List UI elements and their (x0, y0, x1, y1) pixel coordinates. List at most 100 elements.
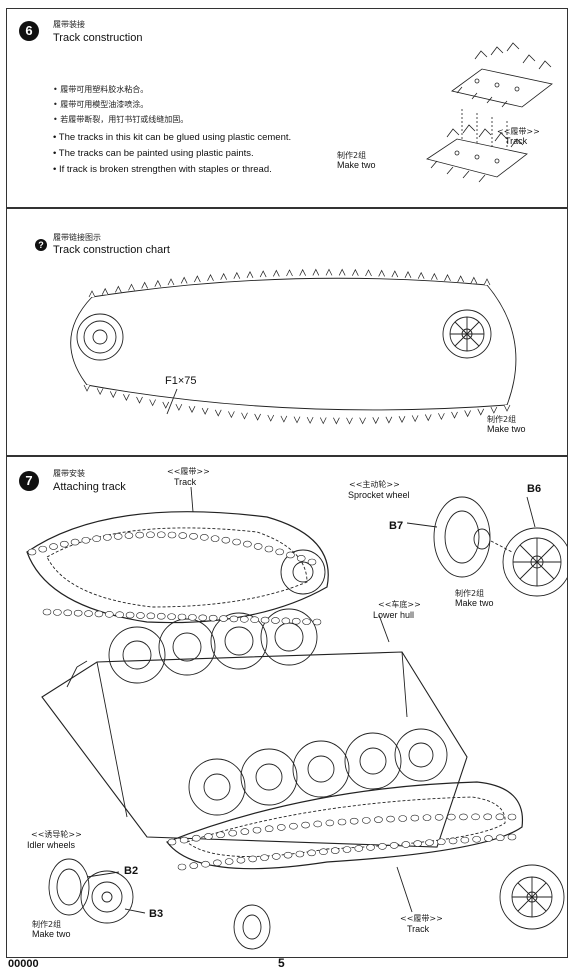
track-link (306, 416, 314, 424)
track-link (312, 618, 322, 626)
track-link (438, 413, 445, 421)
track-link (115, 285, 122, 293)
track-link (444, 274, 451, 281)
track-link (281, 617, 291, 625)
track-link (216, 831, 225, 839)
track-link (229, 615, 239, 623)
track-link (459, 813, 468, 821)
make-two-cn: 制作2组 (337, 151, 367, 160)
track-label-en: Track (505, 136, 528, 146)
track-link (271, 853, 281, 860)
track-link (260, 854, 269, 861)
track-link (49, 543, 58, 550)
track-link (103, 534, 112, 541)
track-link (123, 394, 130, 401)
track-link (27, 548, 37, 556)
track-link (401, 841, 411, 848)
track-link (484, 835, 493, 842)
idler-make-cn: 制作2组 (32, 920, 62, 929)
track-loop-diagram (70, 268, 517, 425)
track-link (299, 268, 306, 276)
track-link (422, 814, 432, 821)
track-top-en: Track (174, 477, 197, 487)
track-link (410, 814, 420, 822)
track-link (333, 417, 340, 425)
track-link (296, 555, 306, 562)
track-link (70, 538, 80, 546)
step-title-en: Attaching track (53, 481, 126, 493)
track-link (125, 611, 135, 619)
chart-title-cn: 履带链接图示 (53, 233, 101, 242)
make-two-en: Make two (337, 160, 376, 170)
chart-badge: ? (35, 239, 47, 251)
track-link (224, 858, 234, 865)
track-link (295, 850, 305, 858)
track-link (413, 840, 423, 847)
track-link (386, 815, 395, 823)
track-link (42, 608, 52, 616)
track-link (337, 818, 347, 826)
note-en-1: • The tracks in this kit can be glued us… (53, 132, 292, 143)
track-link (81, 536, 91, 544)
track-link (286, 269, 293, 277)
track-link (349, 817, 359, 825)
track-link (378, 843, 387, 850)
track-link (289, 822, 298, 830)
track-link (200, 534, 209, 541)
track-link (101, 287, 109, 295)
step-title-cn: 履带装接 (53, 20, 85, 29)
track-link (359, 417, 366, 425)
track-link (470, 276, 478, 284)
track-link (189, 532, 198, 540)
track-link (109, 391, 117, 399)
track-link (180, 276, 188, 284)
track-link (472, 835, 481, 843)
track-link (128, 283, 135, 291)
track-link (201, 860, 210, 868)
track-link (194, 275, 201, 283)
track-link (94, 610, 104, 618)
idler-label-cn: <<诱导轮>> (31, 830, 82, 839)
part-count-label: F1×75 (165, 375, 197, 387)
track-link (372, 417, 380, 425)
track-link (124, 532, 134, 539)
track-link (507, 833, 517, 841)
track-link (273, 269, 280, 277)
part-b6-label: B6 (527, 483, 542, 495)
track-link (198, 614, 208, 622)
note-cn-1: • 履带可用塑料胶水粘合。 (53, 85, 149, 94)
track-link (60, 540, 69, 548)
track-top-cn: <<履带>> (167, 467, 210, 476)
track-link-illustration (426, 42, 553, 183)
track-link (246, 271, 254, 278)
note-cn-3: • 若履带断裂，用钉书钉或线缝加固。 (53, 115, 189, 124)
sprocket-label-en: Sprocket wheel (348, 490, 410, 500)
track-label-cn: <<履带>> (497, 127, 540, 136)
track-link (283, 851, 293, 859)
track-link (208, 614, 218, 622)
part-b3-label: B3 (149, 908, 164, 920)
track-link (434, 814, 444, 821)
track-link (243, 540, 252, 548)
track-link (207, 274, 214, 281)
step-number-badge: 7 (19, 471, 39, 491)
track-link (425, 839, 434, 846)
track-link (228, 411, 235, 419)
step-6-panel: 6 履带装接 Track construction • 履带可用塑料胶水粘合。 … (6, 8, 568, 208)
hull-label-cn: <<车底>> (378, 600, 421, 609)
track-link (63, 609, 73, 617)
track-link (490, 406, 498, 414)
track-link (385, 416, 393, 424)
track-link (460, 836, 470, 844)
track-link (149, 399, 156, 407)
track-link (96, 388, 104, 396)
track-link (84, 610, 93, 617)
track-link (271, 617, 280, 624)
track-link (374, 816, 383, 823)
track-link (424, 414, 432, 422)
track-link (115, 611, 124, 618)
note-cn-2: • 履带可用模型油漆喷涂。 (53, 100, 149, 109)
track-link (146, 531, 155, 539)
step-title-en: Track construction (53, 32, 143, 44)
track-bottom-cn: <<履带>> (400, 914, 443, 923)
